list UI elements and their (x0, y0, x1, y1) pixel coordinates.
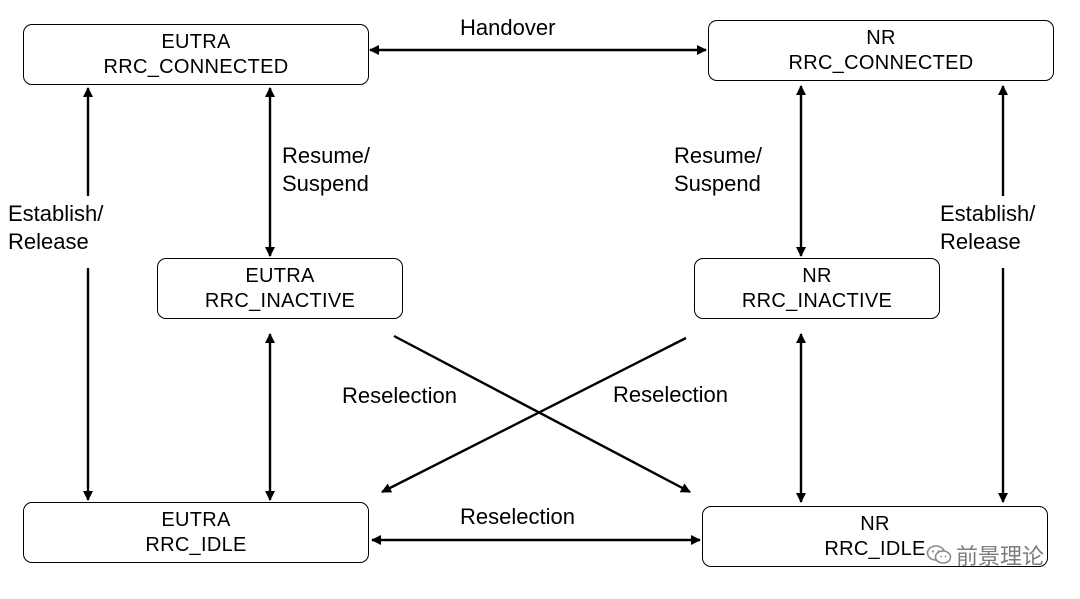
resume-suspend-left-label-2: Suspend (282, 171, 369, 196)
nr-rrc-inactive-box: NR RRC_INACTIVE (694, 258, 940, 319)
wechat-icon (926, 545, 952, 564)
nr-idle-line1: NR (860, 512, 890, 535)
nr-connected-line1: NR (866, 26, 896, 49)
nr-rrc-idle-box: NR RRC_IDLE (702, 506, 1048, 567)
eutra-connected-line2: RRC_CONNECTED (103, 55, 289, 78)
eutra-connected-line1: EUTRA (161, 30, 231, 53)
handover-label: Handover (460, 15, 556, 40)
eutra-inactive-line2: RRC_INACTIVE (204, 289, 356, 312)
reselection-bottom-label: Reselection (460, 504, 575, 529)
nr-rrc-connected-box: NR RRC_CONNECTED (708, 20, 1054, 81)
resume-suspend-right-label-2: Suspend (674, 171, 761, 196)
establish-release-right-label-1: Establish/ (940, 201, 1036, 226)
eutra-rrc-idle-box: EUTRA RRC_IDLE (23, 502, 369, 563)
establish-release-left-label-1: Establish/ (8, 201, 104, 226)
eutra-inactive-line1: EUTRA (245, 264, 315, 287)
reselection-right-label: Reselection (613, 382, 728, 407)
resume-suspend-right-label-1: Resume/ (674, 143, 763, 168)
establish-release-left-label-2: Release (8, 229, 89, 254)
eutra-idle-line1: EUTRA (161, 508, 231, 531)
nr-inactive-line1: NR (802, 264, 832, 287)
resume-suspend-left-label-1: Resume/ (282, 143, 371, 168)
eutra-rrc-inactive-box: EUTRA RRC_INACTIVE (157, 258, 403, 319)
watermark-text: 前景理论 (955, 545, 1044, 570)
nr-inactive-line2: RRC_INACTIVE (741, 289, 893, 312)
reselection-eutra-inactive-to-nr-idle-arrow (393, 334, 691, 494)
eutra-idle-line2: RRC_IDLE (145, 533, 247, 556)
nr-connected-line2: RRC_CONNECTED (788, 51, 974, 74)
establish-release-right-label-2: Release (940, 229, 1021, 254)
nr-idle-line2: RRC_IDLE (824, 537, 926, 560)
eutra-rrc-connected-box: EUTRA RRC_CONNECTED (23, 24, 369, 85)
reselection-nr-inactive-to-eutra-idle-arrow (381, 336, 687, 494)
watermark: 前景理论 (926, 539, 1044, 571)
reselection-left-label: Reselection (342, 383, 457, 408)
